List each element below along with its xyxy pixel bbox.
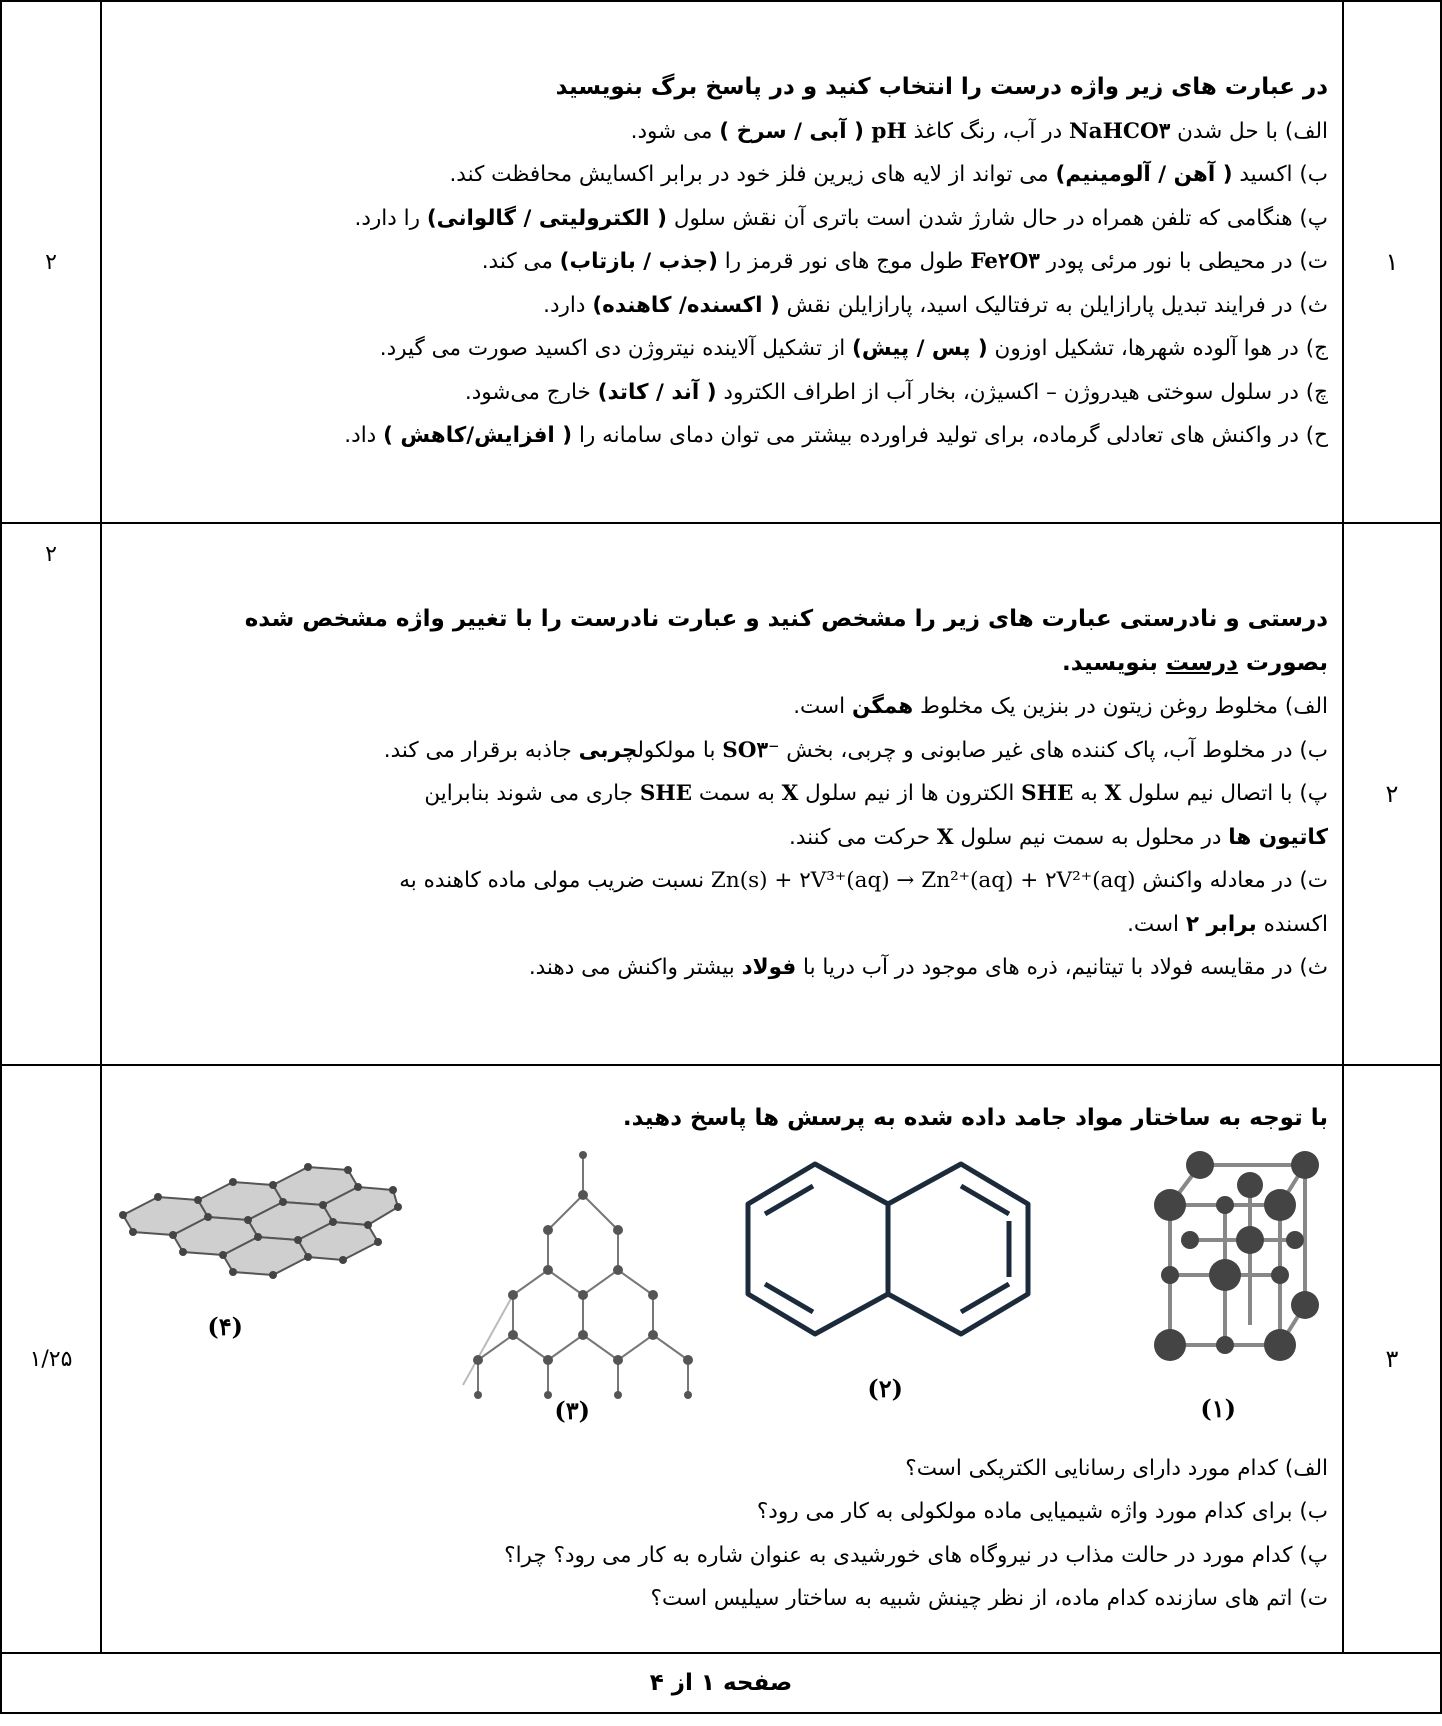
question-body: در عبارت های زیر واژه درست را انتخاب کنی… xyxy=(100,0,1344,524)
list-item: ح) در واکنش های تعادلی گرماده، برای تولی… xyxy=(344,423,1328,449)
question-heading: درستی و نادرستی عبارت های زیر را مشخص کن… xyxy=(244,606,1328,633)
question-body: با توجه به ساختار مواد جامد داده شده به … xyxy=(100,1064,1344,1654)
list-item: چ) در سلول سوختی هیدروژن – اکسیژن، بخار … xyxy=(464,379,1328,405)
question-number: ۳ xyxy=(1342,1064,1442,1654)
figure-label-1: (۱) xyxy=(1200,1393,1236,1423)
reaction-equation: Zn(s) + ۲V³⁺(aq) → Zn²⁺(aq) + ۲V²⁺(aq) xyxy=(710,868,1136,894)
list-item: ث) در مقایسه فولاد با تیتانیم، ذره های م… xyxy=(528,955,1328,981)
question-score: ۱/۲۵ xyxy=(0,1064,102,1654)
list-item: ج) در هوا آلوده شهرها، تشکیل اوزون ( پس … xyxy=(379,336,1328,362)
question-heading-2: بصورت درست بنویسید. xyxy=(1061,649,1328,676)
list-item: الف) با حل شدن NaHCO۳ در آب، رنگ کاغذ pH… xyxy=(630,118,1328,144)
question-row-1: ۱ در عبارت های زیر واژه درست را انتخاب ک… xyxy=(0,0,1442,524)
list-item: ب) در مخلوط آب، پاک کننده های غیر صابونی… xyxy=(383,737,1328,763)
question-heading: در عبارت های زیر واژه درست را انتخاب کنی… xyxy=(555,74,1328,101)
list-item: ت) در معادله واکنش Zn(s) + ۲V³⁺(aq) → Zn… xyxy=(399,868,1328,894)
question-body: درستی و نادرستی عبارت های زیر را مشخص کن… xyxy=(100,522,1344,1066)
list-item: الف) کدام مورد دارای رسانایی الکتریکی اس… xyxy=(905,1455,1328,1481)
question-row-2: ۲ درستی و نادرستی عبارت های زیر را مشخص … xyxy=(0,522,1442,1066)
page-number: صفحه ۱ از ۴ xyxy=(0,1652,1442,1714)
question-score: ۲ xyxy=(0,522,102,1066)
figure-label-4: (۴) xyxy=(207,1311,243,1341)
list-item: پ) با اتصال نیم سلول X به SHE الکترون ها… xyxy=(424,781,1328,807)
question-score: ۲ xyxy=(0,0,102,524)
ionic-lattice-figure xyxy=(1154,1150,1319,1361)
list-item: ب) برای کدام مورد واژه شیمیایی ماده مولک… xyxy=(756,1499,1328,1525)
question-row-3: ۳ با توجه به ساختار مواد جامد داده شده ب… xyxy=(0,1064,1442,1654)
structure-figures: (۱) (۲) xyxy=(116,1145,1328,1445)
footer-row: صفحه ۱ از ۴ xyxy=(0,1652,1442,1714)
figure-label-3: (۳) xyxy=(554,1395,590,1425)
question-number: ۲ xyxy=(1342,522,1442,1066)
list-item: ت) در محیطی با نور مرئی پودر Fe۲O۳ طول م… xyxy=(481,249,1328,275)
question-heading: با توجه به ساختار مواد جامد داده شده به … xyxy=(622,1105,1328,1132)
list-item: ت) اتم های سازنده کدام ماده، از نظر چینش… xyxy=(650,1586,1328,1612)
list-item-cont: کاتیون ها در محلول به سمت نیم سلول X حرک… xyxy=(789,824,1328,850)
list-item: پ) کدام مورد در حالت مذاب در نیروگاه های… xyxy=(504,1542,1328,1568)
list-item: پ) هنگامی که تلفن همراه در حال شارژ شدن … xyxy=(354,205,1328,231)
list-item-cont: اکسنده برابر ۲ است. xyxy=(1127,911,1328,937)
list-item: الف) مخلوط روغن زیتون در بنزین یک مخلوط … xyxy=(793,694,1328,720)
diamond-network-figure xyxy=(462,1150,693,1399)
list-item: ب) اکسید ( آهن / آلومینیم) می تواند از ل… xyxy=(449,162,1328,188)
question-number: ۱ xyxy=(1342,0,1442,524)
naphthalene-figure xyxy=(745,1161,1031,1337)
graphite-layer-figure xyxy=(119,1162,402,1279)
list-item: ث) در فرایند تبدیل پارازایلن به ترفتالیک… xyxy=(543,292,1328,318)
figure-label-2: (۲) xyxy=(867,1373,903,1403)
